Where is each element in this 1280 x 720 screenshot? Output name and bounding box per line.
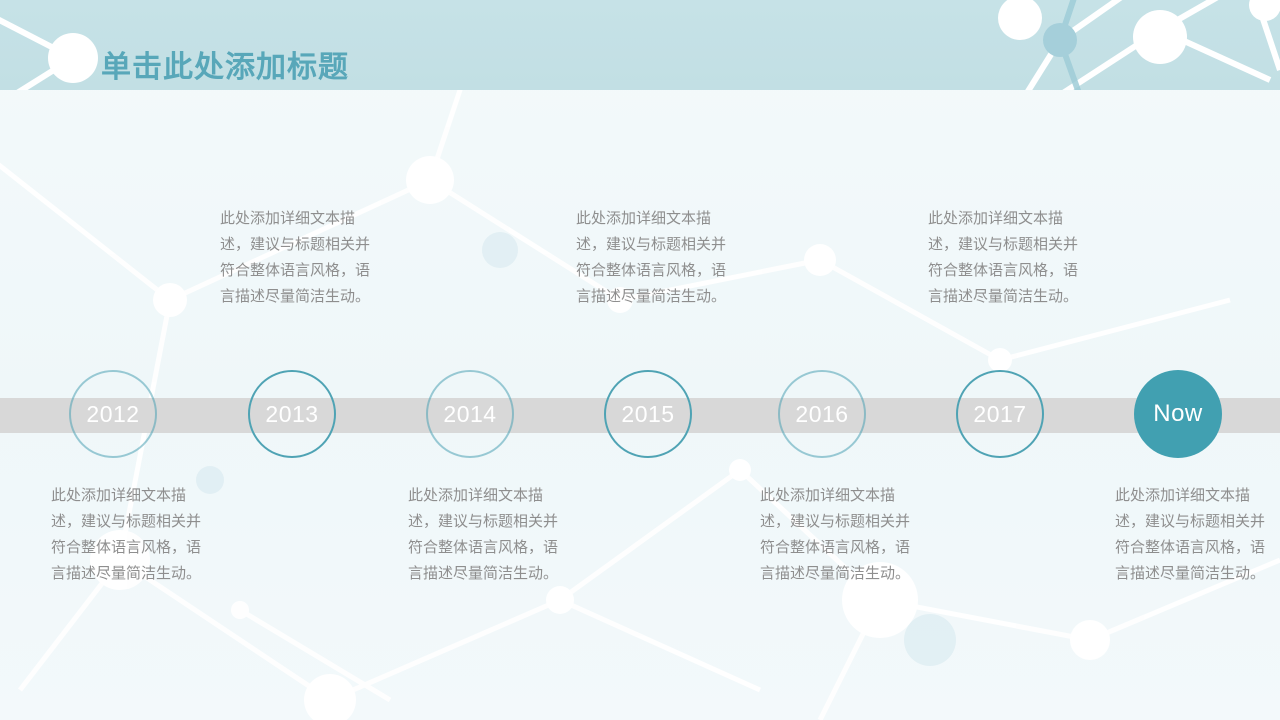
timeline-description-now: 此处添加详细文本描述，建议与标题相关并符合整体语言风格，语言描述尽量简洁生动。 [1115,486,1266,582]
timeline-node-label: 2013 [265,400,319,427]
timeline-node-label: Now [1153,400,1203,427]
header-node-circle [48,33,98,83]
timeline-node-label: 2017 [973,400,1027,427]
timeline-description-2012: 此处添加详细文本描述，建议与标题相关并符合整体语言风格，语言描述尽量简洁生动。 [51,486,202,582]
timeline-description-2016: 此处添加详细文本描述，建议与标题相关并符合整体语言风格，语言描述尽量简洁生动。 [760,486,911,582]
timeline-description-2013: 此处添加详细文本描述，建议与标题相关并符合整体语言风格，语言描述尽量简洁生动。 [220,209,371,305]
timeline-node-2016[interactable]: 2016 [778,370,866,458]
header-band: 单击此处添加标题 [0,0,1280,90]
timeline-node-2014[interactable]: 2014 [426,370,514,458]
timeline-node-2015[interactable]: 2015 [604,370,692,458]
timeline-node-label: 2016 [795,400,849,427]
timeline-node-label: 2014 [443,400,497,427]
timeline-node-now[interactable]: Now [1134,370,1222,458]
page-title: 单击此处添加标题 [101,50,349,85]
timeline-description-2015: 此处添加详细文本描述，建议与标题相关并符合整体语言风格，语言描述尽量简洁生动。 [576,209,727,305]
timeline-description-2014: 此处添加详细文本描述，建议与标题相关并符合整体语言风格，语言描述尽量简洁生动。 [408,486,559,582]
timeline-node-2017[interactable]: 2017 [956,370,1044,458]
timeline-description-2017: 此处添加详细文本描述，建议与标题相关并符合整体语言风格，语言描述尽量简洁生动。 [928,209,1079,305]
timeline-node-2013[interactable]: 2013 [248,370,336,458]
timeline-node-label: 2012 [86,400,140,427]
timeline-node-2012[interactable]: 2012 [69,370,157,458]
timeline-node-label: 2015 [621,400,675,427]
header-network-pattern [0,0,1280,90]
